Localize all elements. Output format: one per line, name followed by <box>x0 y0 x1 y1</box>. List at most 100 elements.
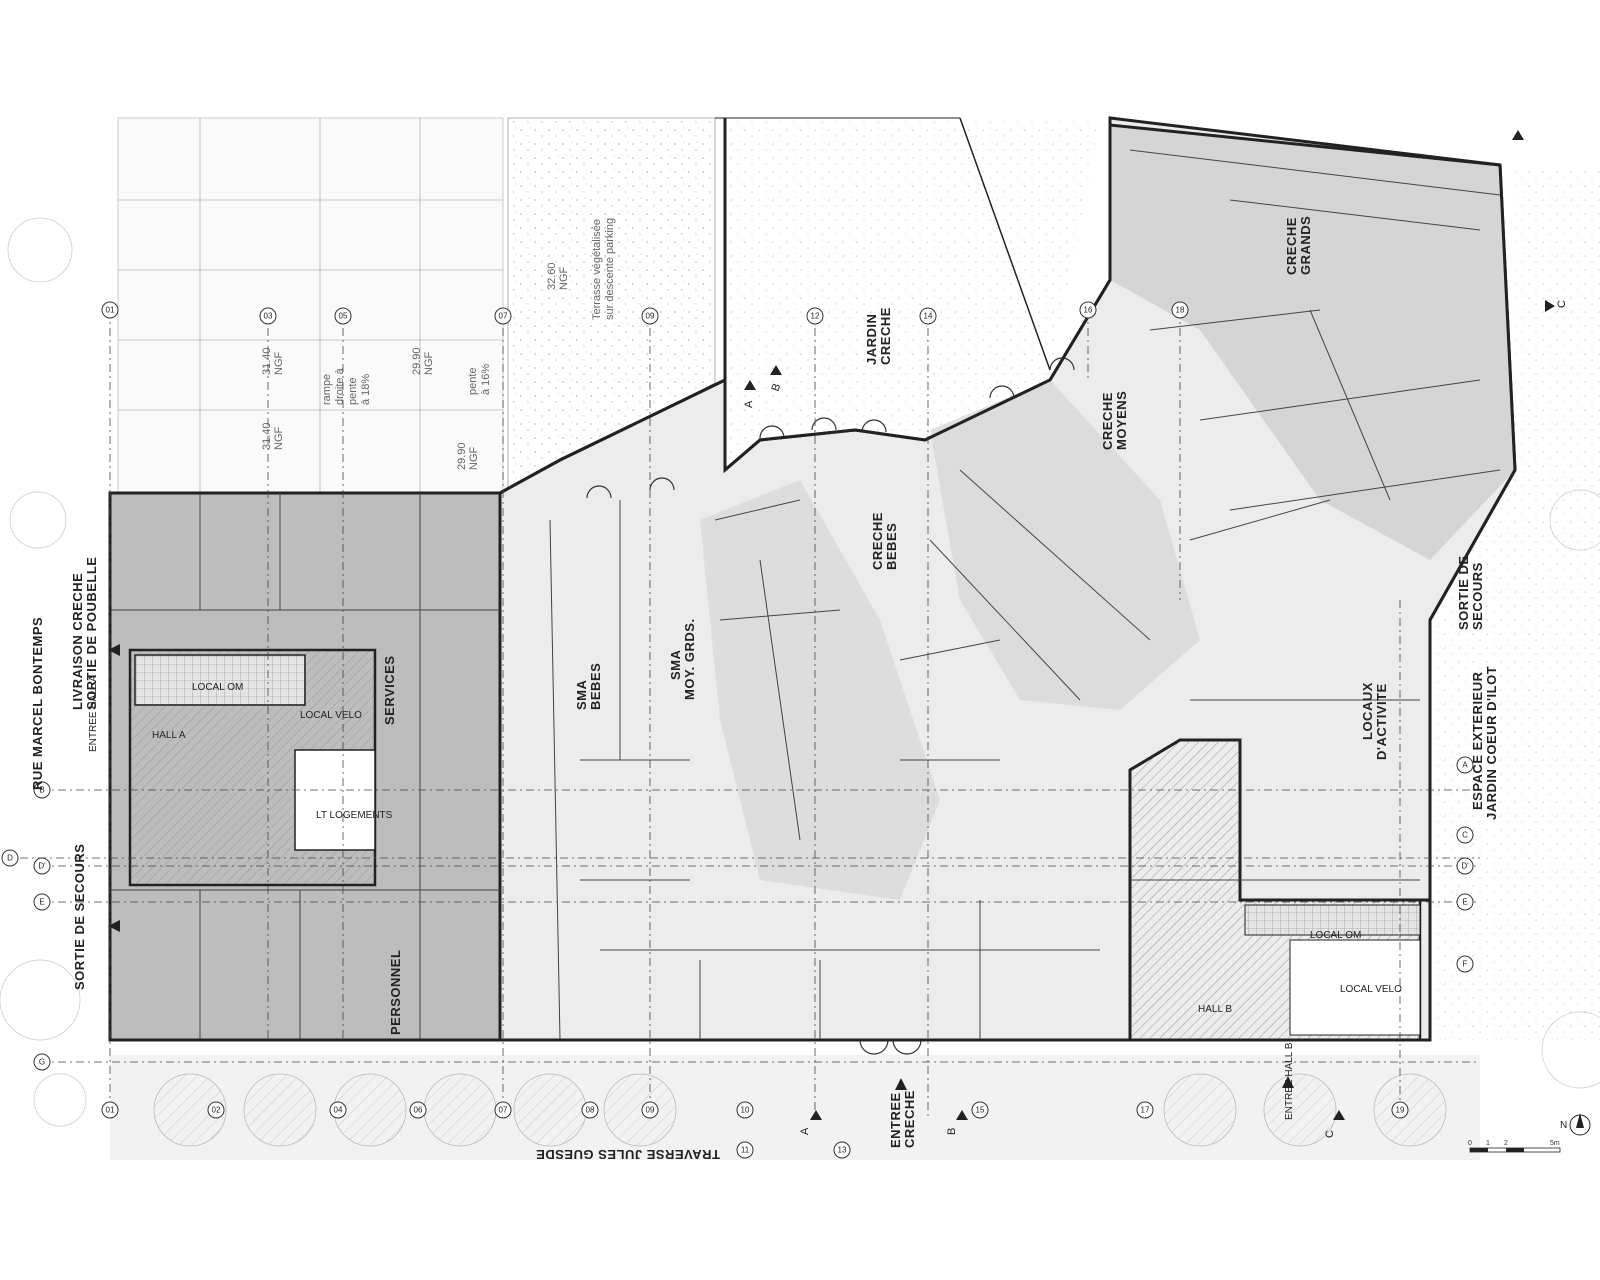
svg-text:01: 01 <box>106 306 115 315</box>
room-label-sma-bebes: BEBES <box>588 663 603 710</box>
grid-bubble: D' <box>1456 857 1474 875</box>
room-label-services: SERVICES <box>382 655 397 725</box>
svg-text:11: 11 <box>741 1146 750 1155</box>
room-labels: LIVRAISON CRECHE SORTIE DE POUBELLE ENTR… <box>70 216 1499 1148</box>
tree-row-south <box>153 1073 1447 1147</box>
svg-text:09: 09 <box>646 312 655 321</box>
grid-bubble: 08 <box>581 1101 599 1119</box>
svg-text:19: 19 <box>1396 1106 1405 1115</box>
svg-text:E: E <box>39 898 44 907</box>
site-context: 31.40 NGF 31.40 NGF 29.90 NGF 29.90 NGF … <box>0 117 1600 1160</box>
room-label-sma-moy: MOY. GRDS. <box>682 618 697 700</box>
svg-text:E: E <box>1462 898 1467 907</box>
entry-arrow-icon <box>108 130 1524 1090</box>
grid-bubble: 03 <box>259 307 277 325</box>
grid-bubble: 05 <box>334 307 352 325</box>
room-label-creche-grands: CRECHE <box>1284 217 1299 275</box>
grid-bubble: D <box>1 849 19 867</box>
ramp-label: pente <box>347 377 359 405</box>
svg-text:02: 02 <box>212 1106 221 1115</box>
room-label-creche-bebes: BEBES <box>884 523 899 570</box>
room-label-local-velo-a: LOCAL VELO <box>300 710 362 721</box>
facade-north <box>499 118 727 495</box>
section-mark-icon: A <box>799 1110 822 1135</box>
slope-label: pente <box>467 367 479 395</box>
scale-tick: 0 <box>1468 1140 1472 1147</box>
grid-bubble: 09 <box>641 307 659 325</box>
scale-tick: 1 <box>1486 1140 1490 1147</box>
svg-text:C: C <box>1324 1130 1336 1138</box>
creche-grands-zone <box>1110 125 1515 560</box>
scale-tick: 2 <box>1504 1140 1508 1147</box>
svg-text:05: 05 <box>339 312 348 321</box>
ramp-label: rampe <box>321 374 333 405</box>
room-label-creche-bebes: CRECHE <box>870 512 885 570</box>
grid-bubble: D' <box>33 857 51 875</box>
room-label-entree-hall-a: ENTREE HALL A <box>88 675 99 752</box>
svg-text:08: 08 <box>586 1106 595 1115</box>
room-label-creche-moyens: MOYENS <box>1114 391 1129 450</box>
room-label-locaux: LOCAUX <box>1360 682 1375 740</box>
grid-bubbles-top: 01 03 05 07 09 12 14 16 18 <box>101 301 1189 325</box>
slope-label: à 16% <box>480 364 492 395</box>
svg-text:03: 03 <box>264 312 273 321</box>
local-velo-b <box>1289 939 1421 1036</box>
room-label-sma-moy: SMA <box>668 650 683 681</box>
grid-bubble: A <box>1456 756 1474 774</box>
grid-bubble: 18 <box>1171 301 1189 319</box>
grid-bubble: 13 <box>833 1141 851 1159</box>
local-om-a <box>134 654 306 706</box>
grid-bubble: 07 <box>494 307 512 325</box>
room-label-espace-exterieur: JARDIN COEUR D'ILOT <box>1484 666 1499 820</box>
grid-bubbles-left: B D D' E G <box>1 781 51 1071</box>
ngf-label: NGF <box>273 427 285 451</box>
grid-bubble: F <box>1456 955 1474 973</box>
ngf-label: 32.60 <box>546 262 558 290</box>
grid-bubbles-bottom: 01 02 04 06 07 08 09 10 11 13 15 17 19 <box>101 1101 1409 1159</box>
grid-bubble: C <box>1456 826 1474 844</box>
svg-text:04: 04 <box>334 1106 343 1115</box>
room-label-entree-creche: ENTREE <box>888 1092 903 1148</box>
room-label-livraison: LIVRAISON CRECHE <box>70 573 85 710</box>
scale-bar: 0 1 2 5m <box>1468 1140 1561 1153</box>
grid-bubble: 14 <box>919 307 937 325</box>
svg-text:13: 13 <box>838 1146 847 1155</box>
svg-text:N: N <box>1560 1120 1567 1131</box>
room-label-sma-bebes: SMA <box>574 680 589 711</box>
room-label-sortie-secours-east: SORTIE DE <box>1456 555 1471 630</box>
svg-text:A: A <box>799 1127 811 1135</box>
north-arrow-icon: N <box>1560 1113 1591 1136</box>
svg-text:B: B <box>946 1128 958 1135</box>
facade-jardin <box>724 123 1517 621</box>
grid-bubble: 10 <box>736 1101 754 1119</box>
ngf-label: NGF <box>558 267 570 291</box>
svg-text:06: 06 <box>414 1106 423 1115</box>
svg-text:17: 17 <box>1141 1106 1150 1115</box>
svg-text:09: 09 <box>646 1106 655 1115</box>
svg-text:18: 18 <box>1176 306 1185 315</box>
room-label-local-om-b: LOCAL OM <box>1310 930 1361 941</box>
svg-text:A: A <box>743 400 755 408</box>
room-label-espace-exterieur: ESPACE EXTERIEUR <box>1470 671 1485 810</box>
grid-bubble: 12 <box>806 307 824 325</box>
terrace-label: Terrasse végétalisée <box>591 219 603 320</box>
room-label-sortie-secours-west: SORTIE DE SECOURS <box>72 844 87 990</box>
scale-tick: 5m <box>1550 1140 1560 1147</box>
svg-text:A: A <box>1462 761 1468 770</box>
garden-area <box>507 117 716 491</box>
room-label-jardin: CRECHE <box>878 307 893 365</box>
grid-bubble: 16 <box>1079 301 1097 319</box>
grid-bubble: 09 <box>641 1101 659 1119</box>
svg-text:F: F <box>1463 960 1468 969</box>
svg-text:D': D' <box>38 862 46 871</box>
room-label-entree-creche: CRECHE <box>902 1090 917 1148</box>
grid-bubble: 11 <box>736 1141 754 1159</box>
ngf-label: 29.90 <box>411 347 423 375</box>
partitions <box>110 149 1501 1041</box>
grid-bubble: 17 <box>1136 1101 1154 1119</box>
ramp-label: à 18% <box>360 374 372 405</box>
svg-text:10: 10 <box>741 1106 750 1115</box>
svg-text:15: 15 <box>976 1106 985 1115</box>
jardin-area <box>725 118 1100 470</box>
room-label-hall-b: HALL B <box>1198 1004 1232 1015</box>
